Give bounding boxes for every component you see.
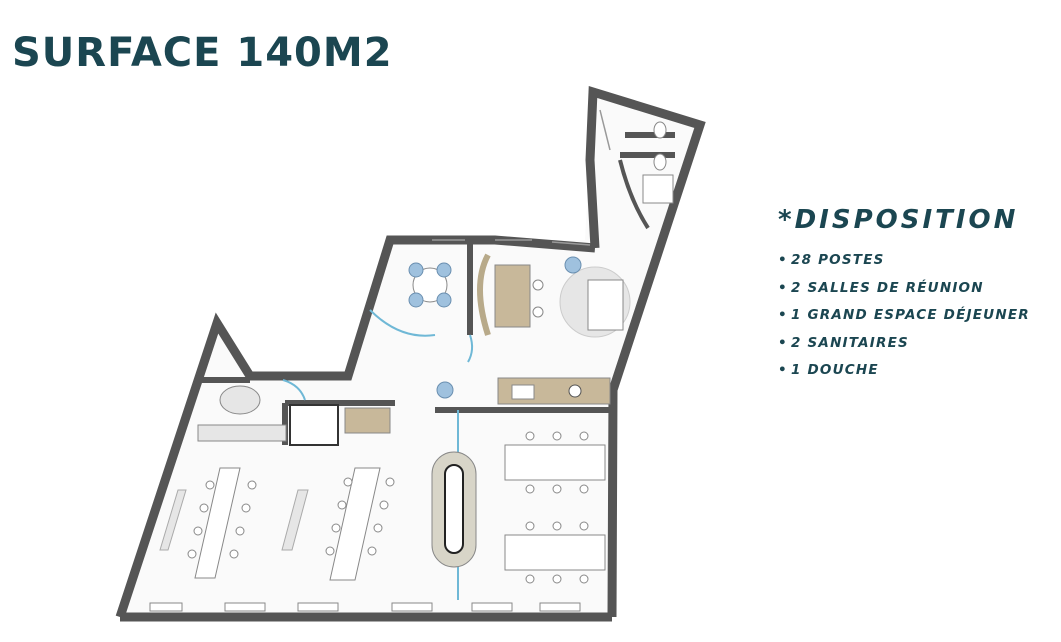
left-bench <box>197 385 287 442</box>
disposition-item-label: 1 GRAND ESPACE DÉJEUNER <box>791 307 1030 323</box>
bottom-windows <box>149 602 581 612</box>
top-windows <box>432 109 611 246</box>
desk-block-1 <box>504 431 606 494</box>
meeting-room-2 <box>477 253 631 338</box>
disposition-item-label: 28 POSTES <box>791 252 885 268</box>
disposition-list: •28 POSTES •2 SALLES DE RÉUNION •1 GRAND… <box>778 247 1030 385</box>
list-item: •2 SANITAIRES <box>778 330 1030 358</box>
list-item: •1 GRAND ESPACE DÉJEUNER <box>778 302 1030 330</box>
disposition-item-label: 2 SALLES DE RÉUNION <box>791 279 984 296</box>
kitchen <box>497 377 611 405</box>
lobby-chair <box>436 381 454 399</box>
bullet-icon: • <box>778 362 788 378</box>
floor-plan <box>115 85 706 622</box>
sanitaires <box>618 121 674 230</box>
phone-booth <box>431 451 477 568</box>
disposition-item-label: 1 DOUCHE <box>791 362 879 378</box>
desk-cluster-2 <box>325 467 395 581</box>
bullet-icon: • <box>778 252 788 268</box>
bullet-icon: • <box>778 334 788 351</box>
bullet-icon: • <box>778 307 788 323</box>
reception-counter <box>344 407 391 434</box>
disposition-item-label: 2 SANITAIRES <box>791 334 909 351</box>
bullet-icon: • <box>778 279 788 296</box>
console-desk-1 <box>159 489 187 551</box>
list-item: •1 DOUCHE <box>778 357 1030 385</box>
disposition-heading: *DISPOSITION <box>778 205 1019 235</box>
desk-block-2 <box>504 521 606 584</box>
disposition-panel: *DISPOSITION •28 POSTES •2 SALLES DE RÉU… <box>778 205 1030 385</box>
page-title: SURFACE 140M2 <box>12 30 393 76</box>
list-item: •28 POSTES <box>778 247 1030 275</box>
desk-cluster-1 <box>187 467 257 579</box>
console-desk-2 <box>281 489 309 551</box>
storage-unit <box>289 404 339 446</box>
list-item: •2 SALLES DE RÉUNION <box>778 275 1030 303</box>
meeting-room-1 <box>408 262 452 308</box>
